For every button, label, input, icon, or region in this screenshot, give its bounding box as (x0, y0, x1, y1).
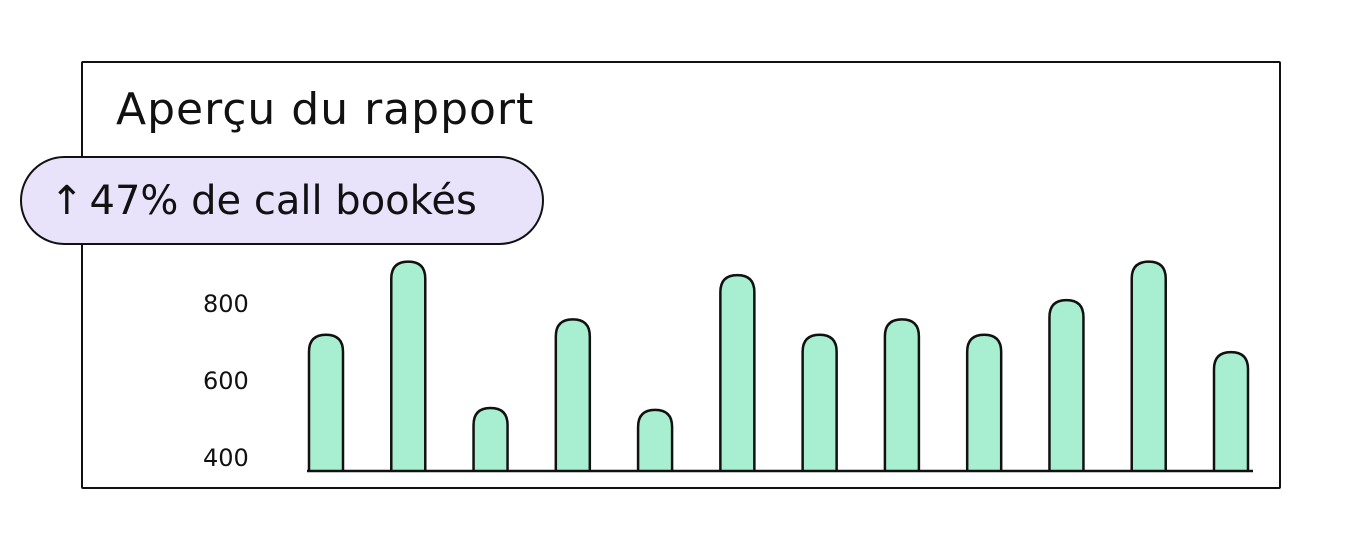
chart-bar (554, 318, 592, 471)
y-tick-label: 400 (203, 444, 249, 472)
chart-bar (801, 333, 838, 471)
card-title: Aperçu du rapport (116, 84, 535, 135)
chart-bar (472, 406, 509, 471)
chart-bar (965, 333, 1003, 471)
chart-bar (883, 318, 921, 471)
chart-bar (307, 333, 345, 471)
arrow-up-icon: ↑ (50, 177, 84, 224)
chart-bar (1048, 298, 1085, 471)
chart-bar (1130, 260, 1167, 471)
chart-bar (390, 260, 427, 471)
chart-bar (636, 408, 674, 471)
y-tick-label: 600 (203, 367, 249, 395)
y-tick-label: 800 (203, 290, 249, 318)
growth-badge-text: 47% de call bookés (89, 177, 477, 224)
chart-bar (1212, 350, 1250, 471)
growth-badge: ↑ 47% de call bookés (20, 156, 544, 245)
chart-bar (719, 273, 756, 471)
